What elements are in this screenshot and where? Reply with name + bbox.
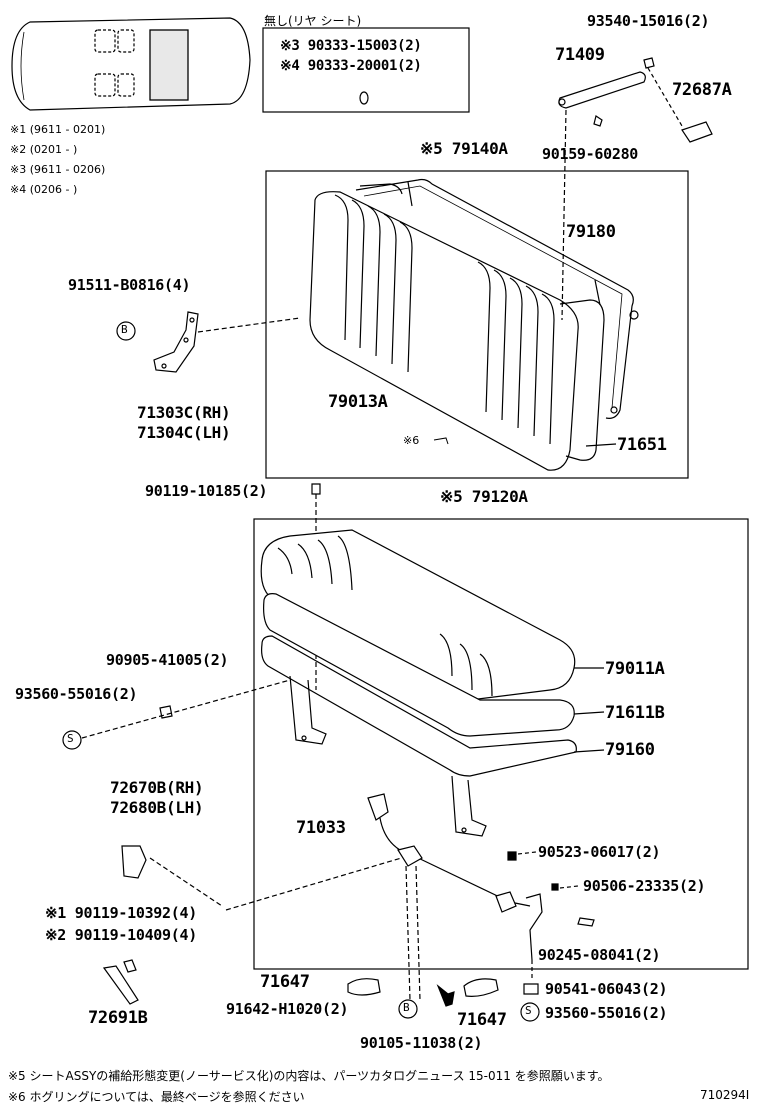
marker-s-2: S (525, 1004, 532, 1017)
part-79013A[interactable]: 79013A (328, 392, 388, 412)
note-6-marker: ※6 (403, 434, 420, 447)
part-90245-08041[interactable]: 90245-08041(2) (538, 946, 661, 964)
marker-s-1: S (67, 732, 74, 745)
marker-b-1: B (121, 323, 128, 336)
part-79180[interactable]: 79180 (566, 222, 616, 242)
part-71033[interactable]: 71033 (296, 818, 346, 838)
seatback-cover-drawing (309, 183, 605, 471)
part-90119-10392[interactable]: ※1 90119-10392(4) (45, 904, 197, 922)
marker-b-circle-1 (116, 321, 136, 341)
part-91511-B0816[interactable]: 91511-B0816(4) (68, 276, 191, 294)
part-71651[interactable]: 71651 (617, 435, 667, 455)
nashi-line-1[interactable]: ※3 90333-15003(2) (280, 38, 422, 54)
vehicle-outline (11, 17, 251, 111)
part-93560-55016-b[interactable]: 93560-55016(2) (545, 1004, 668, 1022)
cushion-assy-box (253, 518, 749, 970)
seatback-assy-box (265, 170, 689, 479)
part-90119-10185[interactable]: 90119-10185(2) (145, 482, 268, 500)
part-71409[interactable]: 71409 (555, 45, 605, 65)
footer-note-5: ※5 シートASSYの補給形態変更(ノーサービス化)の内容は、パーツカタログニュ… (8, 1069, 610, 1083)
part-72670B-rh[interactable]: 72670B(RH) (110, 778, 204, 797)
part-91642-H1020[interactable]: 91642-H1020(2) (226, 1000, 349, 1018)
footer-note-6: ※6 ホグリングについては、最終ページを参照ください (8, 1090, 305, 1104)
part-90119-10409[interactable]: ※2 90119-10409(4) (45, 926, 197, 944)
nashi-box-title: 無し(リヤ シート) (264, 14, 362, 28)
note-3: ※3 (9611 - 0206) (10, 163, 106, 176)
marker-b-circle-2 (398, 999, 418, 1019)
part-79011A[interactable]: 79011A (605, 659, 665, 679)
strap-71409-drawing (558, 57, 713, 143)
marker-b-2: B (403, 1001, 410, 1014)
part-72687A[interactable]: 72687A (672, 80, 732, 100)
part-79160[interactable]: 79160 (605, 740, 655, 760)
part-72680B-lh[interactable]: 72680B(LH) (110, 798, 204, 817)
part-71611B[interactable]: 71611B (605, 703, 665, 723)
marker-s-circle-1 (62, 730, 82, 750)
part-71647-a[interactable]: 71647 (260, 972, 310, 992)
hinge-bracket-drawing (153, 311, 199, 373)
seatback-frame-drawing (355, 178, 639, 419)
part-79120A[interactable]: ※5 79120A (440, 487, 528, 506)
part-93560-55016-a[interactable]: 93560-55016(2) (15, 685, 138, 703)
nashi-line-2[interactable]: ※4 90333-20001(2) (280, 58, 422, 74)
grommet-icon (359, 91, 369, 105)
part-79140A[interactable]: ※5 79140A (420, 139, 508, 158)
part-71304C-lh[interactable]: 71304C(LH) (137, 423, 231, 442)
part-90905-41005[interactable]: 90905-41005(2) (106, 651, 229, 669)
note-2: ※2 (0201 - ) (10, 143, 78, 156)
marker-s-circle-2 (520, 1002, 540, 1022)
part-90506-23335[interactable]: 90506-23335(2) (583, 877, 706, 895)
figure-code: 710294I (700, 1088, 750, 1102)
part-93540-15016[interactable]: 93540-15016(2) (587, 12, 710, 30)
part-71303C-rh[interactable]: 71303C(RH) (137, 403, 231, 422)
part-90523-06017[interactable]: 90523-06017(2) (538, 843, 661, 861)
note-1: ※1 (9611 - 0201) (10, 123, 106, 136)
part-71647-b[interactable]: 71647 (457, 1010, 507, 1030)
part-72691B[interactable]: 72691B (88, 1008, 148, 1028)
seat-pad-drawing (263, 593, 575, 737)
part-90105-11038[interactable]: 90105-11038(2) (360, 1034, 483, 1052)
nashi-box (262, 27, 470, 113)
part-90159-60280[interactable]: 90159-60280 (542, 145, 639, 163)
note-4: ※4 (0206 - ) (10, 183, 78, 196)
part-90541-06043[interactable]: 90541-06043(2) (545, 980, 668, 998)
cable-71033-drawing (367, 793, 543, 1001)
